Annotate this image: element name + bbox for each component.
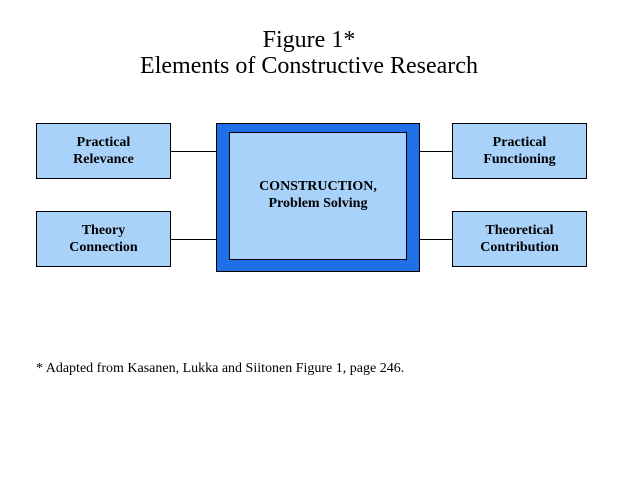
figure-title: Figure 1* <box>262 27 356 53</box>
center-box-construction: CONSTRUCTION, Problem Solving <box>229 132 407 260</box>
footnote: * Adapted from Kasanen, Lukka and Siiton… <box>36 361 405 376</box>
figure-subtitle: Elements of Constructive Research <box>140 53 478 79</box>
connector-bottom-left <box>171 239 216 240</box>
connector-top-left <box>171 151 216 152</box>
box-theory-connection: Theory Connection <box>36 211 171 267</box>
connector-top-right <box>420 151 452 152</box>
center-box-frame: CONSTRUCTION, Problem Solving <box>216 123 420 272</box>
connector-bottom-right <box>420 239 452 240</box>
box-theoretical-contribution: Theoretical Contribution <box>452 211 587 267</box>
box-practical-functioning: Practical Functioning <box>452 123 587 179</box>
box-practical-relevance: Practical Relevance <box>36 123 171 179</box>
